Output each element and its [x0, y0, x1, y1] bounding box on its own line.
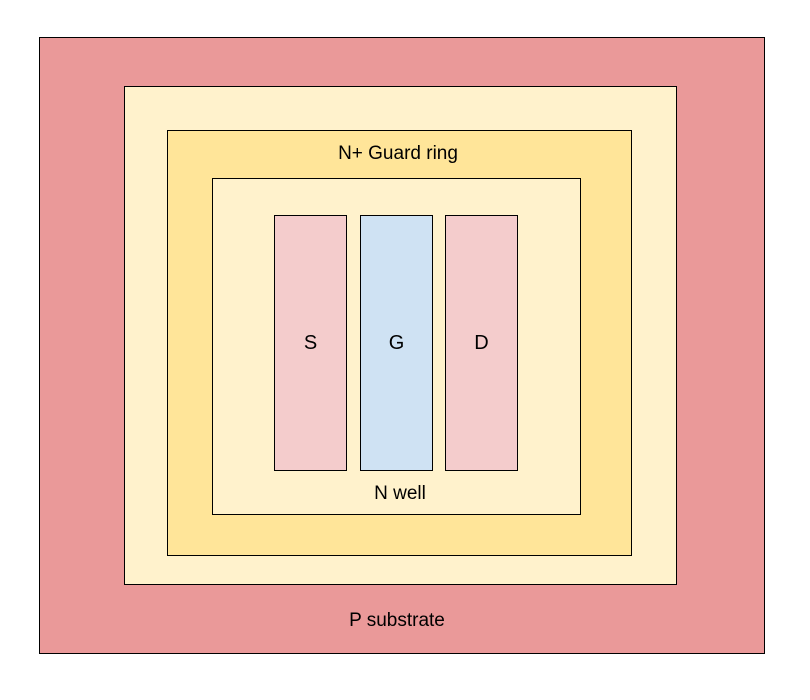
drain-terminal: D	[445, 215, 518, 471]
n-well-label: N well	[374, 483, 426, 504]
drain-label: D	[474, 331, 489, 354]
source-label: S	[303, 331, 318, 354]
p-substrate-label: P substrate	[349, 610, 445, 631]
source-terminal: S	[274, 215, 347, 471]
guard-ring-label: N+ Guard ring	[338, 143, 458, 164]
gate-label: G	[388, 331, 405, 354]
gate-terminal: G	[360, 215, 433, 471]
